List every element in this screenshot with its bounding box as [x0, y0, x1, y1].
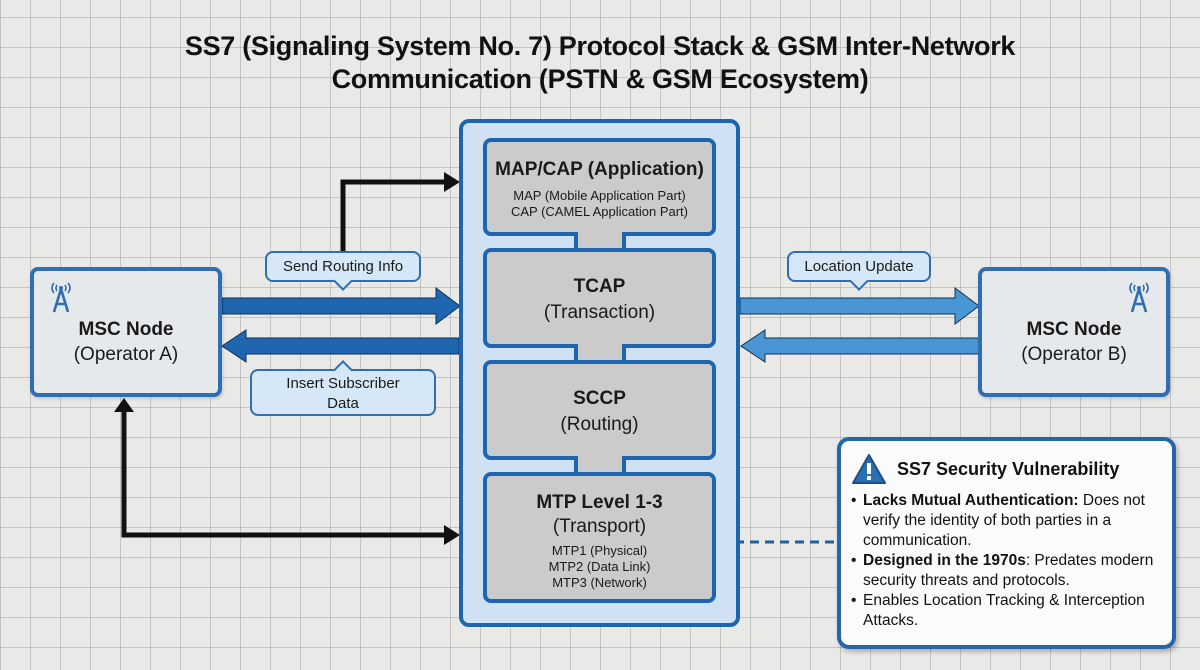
layer-cap-detail: CAP (CAMEL Application Part) [510, 204, 689, 219]
callout-location-update-text: Location Update [804, 258, 914, 275]
arrow-a-to-stack [221, 287, 461, 325]
vulnerability-item: Designed in the 1970s: Predates modern s… [851, 551, 1181, 591]
arrow-stack-to-b [739, 287, 980, 325]
warning-title: SS7 Security Vulnerability [897, 458, 1120, 479]
vulnerability-item-text: Enables Location Tracking & Interception… [863, 592, 1145, 629]
layer-connector [574, 232, 626, 252]
title-line-2: Communication (PSTN & GSM Ecosystem) [331, 64, 869, 94]
title-line-1: SS7 (Signaling System No. 7) Protocol St… [184, 31, 1016, 61]
node-a-operator: (Operator A) [73, 344, 179, 365]
layer-mtp[interactable]: MTP Level 1-3 (Transport) MTP1 (Physical… [483, 472, 716, 603]
callout-insert-subscriber-line-1: Insert Subscriber [286, 375, 400, 392]
layer-connector [574, 456, 626, 476]
layer-sccp-name: SCCP [573, 388, 626, 409]
elbow-arrowhead-to-map [444, 172, 460, 192]
layer-mtp1-detail: MTP1 (Physical) [551, 543, 648, 558]
vulnerability-item-text: : Predates modern security threats and p… [863, 552, 1154, 589]
security-vulnerability-box: SS7 Security Vulnerability Lacks Mutual … [837, 437, 1176, 649]
layer-sccp[interactable]: SCCP (Routing) [483, 360, 716, 460]
layer-map-cap[interactable]: MAP/CAP (Application) MAP (Mobile Applic… [483, 138, 716, 236]
callout-send-routing-info-text: Send Routing Info [282, 258, 404, 275]
callout-insert-subscriber-data: Insert Subscriber Data [250, 360, 436, 416]
vulnerability-item: Enables Location Tracking & Interception… [851, 591, 1181, 631]
msc-node-operator-b[interactable]: MSC Node (Operator B) [978, 267, 1170, 397]
layer-sccp-sub: (Routing) [560, 414, 639, 435]
layer-tcap-sub: (Transaction) [543, 302, 656, 323]
elbow-arrowhead-to-mtp [444, 525, 460, 545]
layer-tcap[interactable]: TCAP (Transaction) [483, 248, 716, 348]
vulnerability-item: Lacks Mutual Authentication: Does not ve… [851, 491, 1181, 551]
node-a-name: MSC Node [78, 319, 174, 340]
diagram-title: SS7 (Signaling System No. 7) Protocol St… [0, 30, 1200, 96]
vulnerability-item-text: Does not verify the identity of both par… [863, 492, 1145, 549]
callout-location-update: Location Update [787, 251, 931, 291]
callout-insert-subscriber-line-2: Data [327, 395, 359, 412]
layer-tcap-name: TCAP [573, 276, 626, 297]
layer-mtp3-detail: MTP3 (Network) [552, 575, 647, 590]
warning-triangle-icon [852, 454, 886, 484]
arrow-b-to-stack [740, 329, 980, 363]
layer-connector [574, 344, 626, 364]
ss7-protocol-stack: MAP/CAP (Application) MAP (Mobile Applic… [459, 119, 740, 627]
layer-mtp2-detail: MTP2 (Data Link) [548, 559, 651, 574]
cell-tower-icon [51, 282, 71, 313]
vulnerability-item-heading: Lacks Mutual Authentication: [863, 492, 1079, 509]
elbow-arrowhead-to-msc-a [114, 398, 134, 412]
arrow-stack-to-a [221, 329, 460, 363]
node-b-operator: (Operator B) [1021, 344, 1127, 365]
layer-map-cap-name: MAP/CAP (Application) [495, 159, 704, 180]
layer-mtp-sub: (Transport) [552, 516, 647, 537]
msc-node-operator-a[interactable]: MSC Node (Operator A) [30, 267, 222, 397]
cell-tower-icon [1129, 282, 1149, 313]
node-b-name: MSC Node [1026, 319, 1122, 340]
vulnerability-item-heading: Designed in the 1970s [863, 552, 1026, 569]
callout-send-routing-info: Send Routing Info [265, 251, 421, 291]
vulnerability-list: Lacks Mutual Authentication: Does not ve… [845, 491, 1181, 631]
elbow-arrow-mtp-to-msc-a [121, 412, 446, 538]
layer-mtp-name: MTP Level 1-3 [536, 492, 663, 513]
layer-map-detail: MAP (Mobile Application Part) [513, 188, 686, 203]
elbow-arrow-to-map [340, 179, 446, 252]
